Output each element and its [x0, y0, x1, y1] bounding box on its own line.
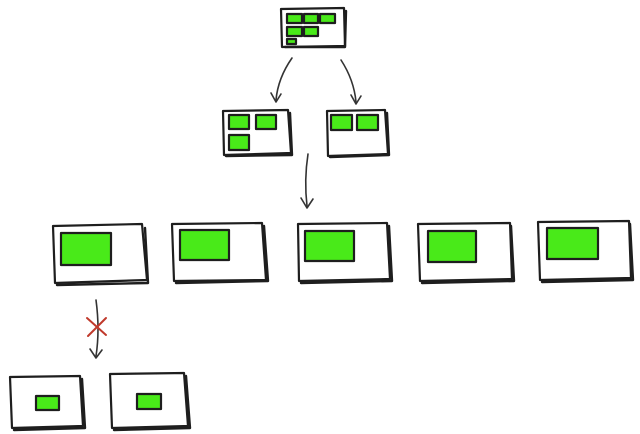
arrow-icon [270, 57, 293, 103]
fragment-block [545, 226, 600, 261]
fragment-block [178, 228, 231, 262]
invalid-split-box [108, 371, 192, 432]
arrow-icon [300, 153, 314, 209]
root-box [279, 6, 348, 49]
root-block [285, 25, 304, 38]
root-block [285, 37, 298, 46]
root-block [318, 12, 337, 25]
fragment-box [296, 221, 394, 285]
fragment-box [536, 219, 635, 284]
root-block [285, 12, 304, 25]
split-block [355, 113, 380, 132]
fragment-block [303, 229, 356, 263]
split-box [221, 108, 294, 158]
root-block [302, 12, 320, 25]
split-block [254, 113, 278, 131]
fragment-box [416, 221, 516, 285]
fragment-block [426, 229, 478, 264]
invalid-split-box [8, 374, 87, 432]
split-block [227, 133, 251, 152]
split-block [227, 113, 251, 131]
split-box [325, 108, 391, 159]
split-block [329, 113, 354, 132]
cross-icon [86, 317, 107, 337]
invalid-block [135, 392, 163, 411]
fragment-box [170, 221, 270, 285]
fragment-block [59, 231, 113, 267]
fragment-box [51, 222, 150, 287]
arrow-icon [340, 59, 362, 105]
root-block [302, 25, 320, 38]
invalid-block [34, 394, 61, 412]
